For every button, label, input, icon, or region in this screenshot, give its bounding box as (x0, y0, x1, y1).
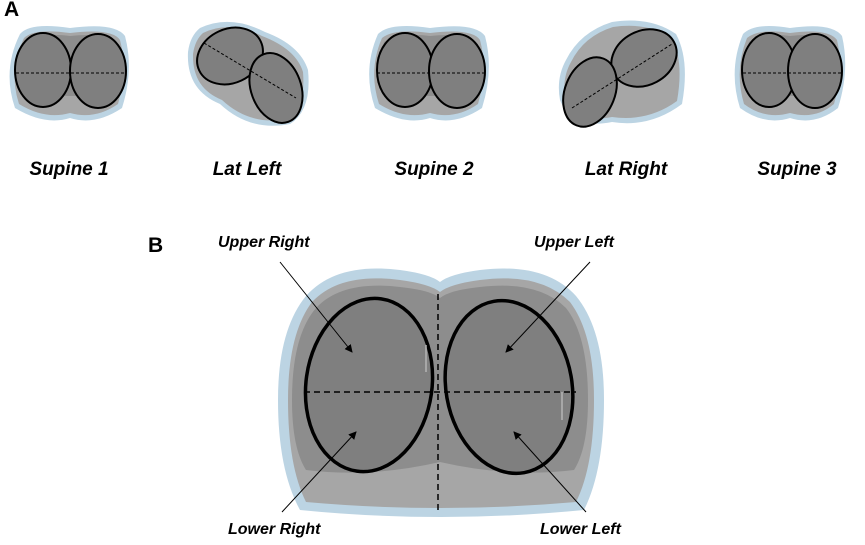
upper-left-arrow (505, 261, 591, 353)
position-label-supine-1: Supine 1 (29, 159, 109, 180)
lower-right-arrow (281, 431, 357, 513)
upper-right-arrow (279, 261, 353, 353)
quadrant-label-lower-left: Lower Left (540, 521, 621, 538)
position-label-lat-right: Lat Right (584, 159, 668, 180)
lower-left-arrow (513, 431, 587, 513)
quadrant-diagram (278, 268, 604, 517)
supine-2-diagram (369, 26, 489, 121)
position-label-lat-left: Lat Left (212, 159, 282, 180)
lat-right-diagram (558, 20, 685, 128)
supine-3-diagram (734, 26, 846, 121)
panel-a-letter: A (4, 0, 20, 21)
supine-1-diagram (9, 26, 129, 121)
quadrant-label-upper-right: Upper Right (218, 234, 310, 251)
position-label-supine-3: Supine 3 (757, 159, 837, 180)
quadrant-label-lower-right: Lower Right (228, 521, 321, 538)
quadrant-label-upper-left: Upper Left (534, 234, 614, 251)
panel-b-letter: B (148, 234, 164, 257)
lat-left-diagram (187, 21, 309, 126)
position-label-supine-2: Supine 2 (394, 159, 474, 180)
